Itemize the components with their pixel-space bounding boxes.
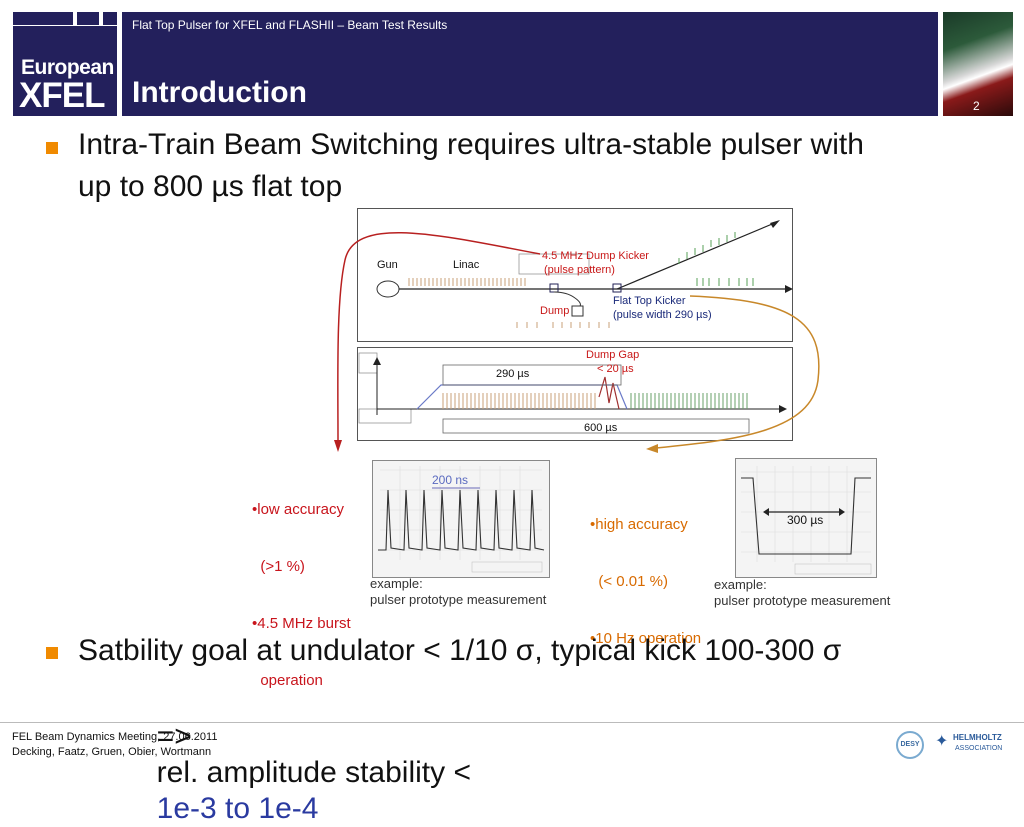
desy-logo-text: DESY — [900, 741, 920, 748]
gun-label: Gun — [377, 259, 398, 271]
right-annotation: •high accuracy (< 0.01 %) •10 Hz operati… — [590, 478, 701, 667]
timing-y-arrow — [373, 357, 381, 365]
scope-right-arrow-left — [763, 508, 769, 516]
conclusion-arrow: => — [156, 720, 192, 753]
linac-label: Linac — [453, 259, 480, 271]
bullet-1-line-2: up to 800 µs flat top — [78, 170, 343, 203]
pulse-trace — [378, 489, 545, 551]
bullet-1-line-1: Intra-Train Beam Switching requires ultr… — [78, 128, 864, 161]
example-right-line-1: example: — [714, 577, 767, 592]
presentation-subtitle: Flat Top Pulser for XFEL and FLASHII – B… — [132, 18, 448, 32]
connector-arrows — [334, 231, 820, 453]
footer-meeting: FEL Beam Dynamics Meeting, 27.06.2011 — [12, 731, 218, 743]
right-annot-line-2: (< 0.01 %) — [590, 573, 668, 590]
red-connector-arrowhead — [334, 440, 342, 452]
scope-right-readout — [794, 563, 872, 575]
slide-title: Introduction — [132, 76, 307, 109]
dump-path — [553, 291, 581, 307]
logo-top-square-1 — [13, 12, 73, 25]
scope-left-trace — [378, 466, 545, 573]
red-connector — [337, 231, 541, 441]
beamline-arrowhead — [785, 285, 793, 293]
footer-divider — [0, 722, 1024, 723]
width-600-label: 600 µs — [584, 422, 618, 434]
width-290-box — [442, 364, 622, 386]
scope-left-readout — [471, 561, 543, 573]
xfel-logo: European XFEL — [13, 26, 117, 116]
example-right: example: pulser prototype measurement — [714, 577, 890, 609]
dump-pulses — [516, 322, 610, 328]
scope-right-trace — [741, 466, 872, 575]
helmholtz-association: ASSOCIATION — [955, 745, 1003, 752]
orange-connector — [655, 295, 820, 449]
example-left: example: pulser prototype measurement — [370, 576, 546, 608]
page-number: 2 — [973, 99, 980, 113]
flat-top-kicker-label: Flat Top Kicker — [613, 295, 686, 307]
dump-gap-label: Dump Gap — [586, 349, 640, 361]
left-annotation: •low accuracy (>1 %) •4.5 MHz burst oper… — [252, 463, 351, 709]
scope-left-label: 200 ns — [432, 473, 469, 487]
left-annot-line-3: •4.5 MHz burst — [252, 615, 351, 632]
conclusion-highlight: 1e-3 to 1e-4 — [156, 792, 319, 825]
right-annot-line-1: •high accuracy — [590, 516, 688, 533]
example-left-line-2: pulser prototype measurement — [370, 592, 547, 607]
bullet-square-2 — [46, 647, 58, 659]
timing-pulse-train — [442, 393, 596, 409]
example-left-line-1: example: — [370, 576, 423, 591]
bullet-2-line-1: Satbility goal at undulator < 1/10 σ, ty… — [78, 634, 842, 667]
timing-drawing — [358, 352, 787, 434]
timing-x-arrow — [779, 405, 787, 413]
conclusion-text: rel. amplitude stability < — [156, 756, 471, 789]
width-290-label: 290 µs — [496, 368, 530, 380]
helmholtz-icon: ✦ — [935, 733, 949, 750]
scope-right-arrow-right — [839, 508, 845, 516]
beamline-diagram — [357, 208, 793, 342]
dump-kicker-label: 4.5 MHz Dump Kicker — [542, 250, 649, 262]
scope-right-label: 300 µs — [787, 513, 824, 527]
left-annot-line-2: (>1 %) — [252, 558, 305, 575]
helmholtz-name: HELMHOLTZ — [953, 733, 1002, 742]
logo-text-european: European — [21, 56, 114, 79]
bullet-square-1 — [46, 142, 58, 154]
header-bar: Flat Top Pulser for XFEL and FLASHII – B… — [122, 12, 938, 116]
green-pulses — [678, 232, 754, 286]
left-annot-line-1: •low accuracy — [252, 501, 344, 518]
dump-gap-wave — [598, 376, 620, 410]
logo-text-xfel: XFEL — [19, 76, 105, 115]
linac-pulses — [408, 278, 526, 286]
logo-top-square-3 — [103, 12, 117, 25]
footer-authors: Decking, Faatz, Gruen, Obier, Wortmann — [12, 746, 212, 758]
right-annot-line-3: •10 Hz operation — [590, 630, 702, 647]
desy-logo: DESY — [896, 731, 924, 759]
flat-top-kicker-sublabel: (pulse width 290 µs) — [613, 309, 712, 321]
dump-gap-sublabel: < 20 µs — [597, 363, 634, 375]
logo-top-square-2 — [77, 12, 99, 25]
dump-label: Dump — [540, 305, 570, 317]
example-right-line-2: pulser prototype measurement — [714, 593, 891, 608]
timing-diagram — [357, 347, 793, 441]
deflected-arrowhead — [770, 220, 780, 228]
scope-left — [372, 460, 550, 578]
width-600-box — [442, 418, 750, 434]
dump-kicker-label-box — [518, 253, 590, 275]
left-annot-line-4: operation — [252, 672, 323, 689]
dump-kicker-sublabel: (pulse pattern) — [544, 264, 615, 276]
deflected-beam — [616, 221, 778, 290]
flat-top-trace — [741, 477, 871, 555]
header-photo — [943, 12, 1013, 116]
dump-box — [571, 305, 584, 317]
orange-connector-arrowhead — [646, 444, 658, 453]
flat-top-kicker-marker — [612, 283, 622, 293]
beamline-drawing — [376, 220, 793, 328]
timing-green-train — [630, 393, 748, 409]
